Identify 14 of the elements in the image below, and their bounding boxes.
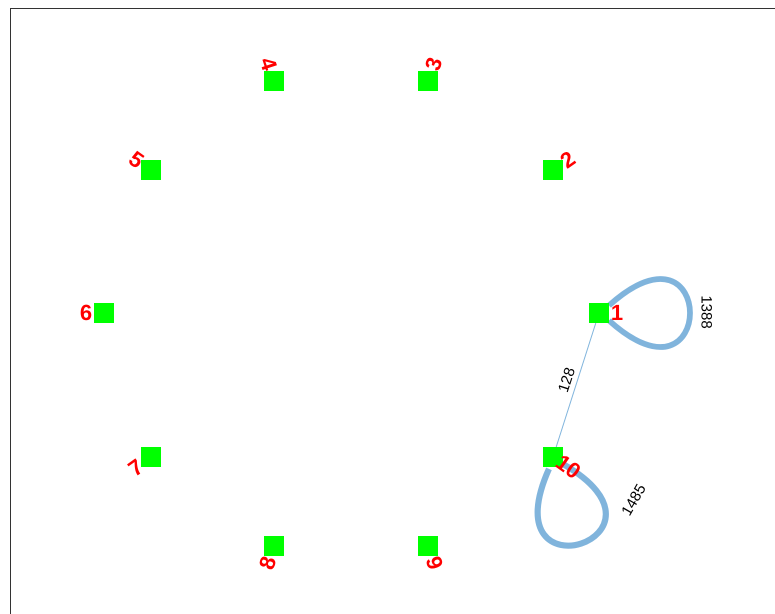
node-number: 3	[421, 54, 446, 74]
node-number: 10	[551, 451, 584, 484]
node-number: 6	[80, 302, 92, 324]
node-number: 7	[125, 455, 148, 480]
node-number: 9	[421, 554, 446, 572]
node-number: 2	[556, 147, 580, 172]
node-number: 4	[256, 54, 281, 74]
self-loop	[607, 276, 693, 350]
edge-label: 1388	[698, 294, 714, 330]
node-number: 8	[256, 554, 281, 572]
edge-line	[556, 322, 596, 448]
node-number: 5	[124, 147, 148, 172]
self-loop	[535, 462, 609, 549]
node-number: 1	[610, 302, 624, 324]
